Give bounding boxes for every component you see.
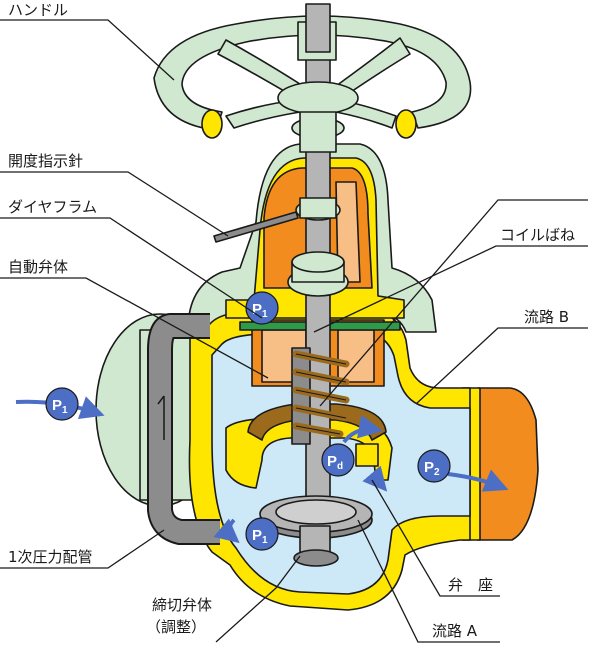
label-handle: ハンドル	[8, 1, 68, 19]
svg-text:Pd: Pd	[327, 453, 343, 472]
label-shutoff-valve-adjust: （調整）	[146, 618, 206, 636]
opening-indicator-needle	[213, 211, 299, 243]
pressure-marker-p1-inlet: P1	[45, 387, 79, 421]
pressure-marker-p1-disc: P1	[245, 517, 279, 551]
svg-text:P2: P2	[424, 459, 440, 478]
label-diaphragm: ダイヤフラム	[8, 198, 97, 216]
label-shutoff-valve-body: 締切弁体	[152, 596, 212, 614]
label-auto-valve-body: 自動弁体	[8, 258, 68, 276]
svg-text:P1: P1	[52, 397, 68, 416]
label-coil-spring: コイルばね	[500, 226, 575, 244]
label-flow-path-b: 流路 B	[524, 308, 569, 326]
coil-spring	[292, 350, 350, 438]
pressure-marker-pd: Pd	[321, 443, 355, 477]
pressure-marker-p1-chamber: P1	[245, 291, 279, 325]
leader-lines	[0, 19, 588, 643]
svg-text:P1: P1	[252, 527, 268, 546]
handwheel	[153, 3, 472, 153]
shutoff-disc	[259, 495, 373, 567]
outlet-flange	[461, 387, 539, 541]
label-flow-path-a: 流路 A	[432, 622, 478, 640]
stem-couplings	[287, 197, 349, 297]
svg-text:P1: P1	[252, 301, 268, 320]
label-primary-pressure-pipe: 1次圧力配管	[8, 548, 93, 566]
label-valve-seat: 弁 座	[448, 576, 493, 594]
pressure-marker-p2: P2	[417, 449, 451, 483]
label-opening-indicator: 開度指示針	[8, 152, 83, 170]
primary-pressure-pipe	[147, 313, 220, 545]
